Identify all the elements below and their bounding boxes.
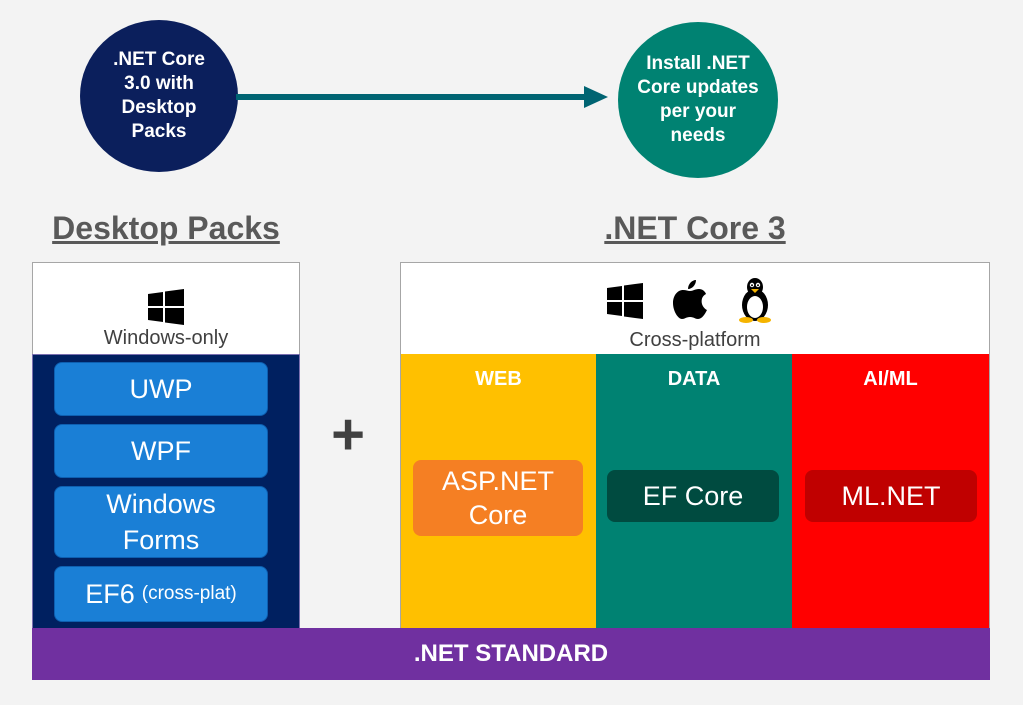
- windows-logo-icon: [148, 289, 184, 325]
- wpf-label: WPF: [131, 436, 191, 466]
- windows-only-label: Windows-only: [103, 327, 229, 349]
- data-column: DATA EF Core: [596, 354, 792, 630]
- cross-platform-label: Cross-platform: [629, 329, 761, 351]
- aspnet-core-box: ASP.NET Core: [413, 460, 583, 536]
- ef-core-box: EF Core: [607, 470, 779, 522]
- wpf-box: WPF: [54, 424, 268, 478]
- linux-tux-icon: [739, 278, 771, 323]
- ef6-label: EF6: [85, 579, 135, 609]
- windows-forms-label: Windows Forms: [106, 489, 216, 555]
- net-standard-label: .NET STANDARD: [413, 640, 609, 667]
- windows-logo-icon: [607, 283, 643, 319]
- apple-logo-icon: [673, 280, 707, 319]
- ai-ml-title: AI/ML: [863, 368, 918, 390]
- web-column: WEB ASP.NET Core: [400, 354, 596, 630]
- windows-forms-box: Windows Forms: [54, 486, 268, 558]
- data-title: DATA: [667, 368, 721, 390]
- install-updates-circle: Install .NET Core updates per your needs: [618, 22, 778, 178]
- flow-arrow: [236, 86, 608, 108]
- net-core-heading: .NET Core 3: [604, 210, 786, 246]
- uwp-label: UWP: [129, 374, 193, 404]
- web-title: WEB: [475, 368, 522, 390]
- net-standard-bar: .NET STANDARD: [32, 628, 990, 680]
- net-core-platform-pane: Cross-platform: [400, 262, 990, 356]
- dotnet-core-desktop-packs-circle: .NET Core 3.0 with Desktop Packs: [80, 20, 238, 172]
- uwp-box: UWP: [54, 362, 268, 416]
- desktop-packs-platform-pane: Windows-only: [32, 262, 300, 356]
- ef6-cross-plat-note: (cross-plat): [141, 583, 237, 604]
- flow-arrow-head: [584, 86, 608, 108]
- desktop-packs-heading: Desktop Packs: [52, 210, 280, 246]
- ai-ml-column: AI/ML ML.NET: [792, 354, 990, 630]
- ml-net-box: ML.NET: [805, 470, 977, 522]
- ef6-box: EF6 (cross-plat): [54, 566, 268, 622]
- plus-sign: +: [331, 402, 365, 467]
